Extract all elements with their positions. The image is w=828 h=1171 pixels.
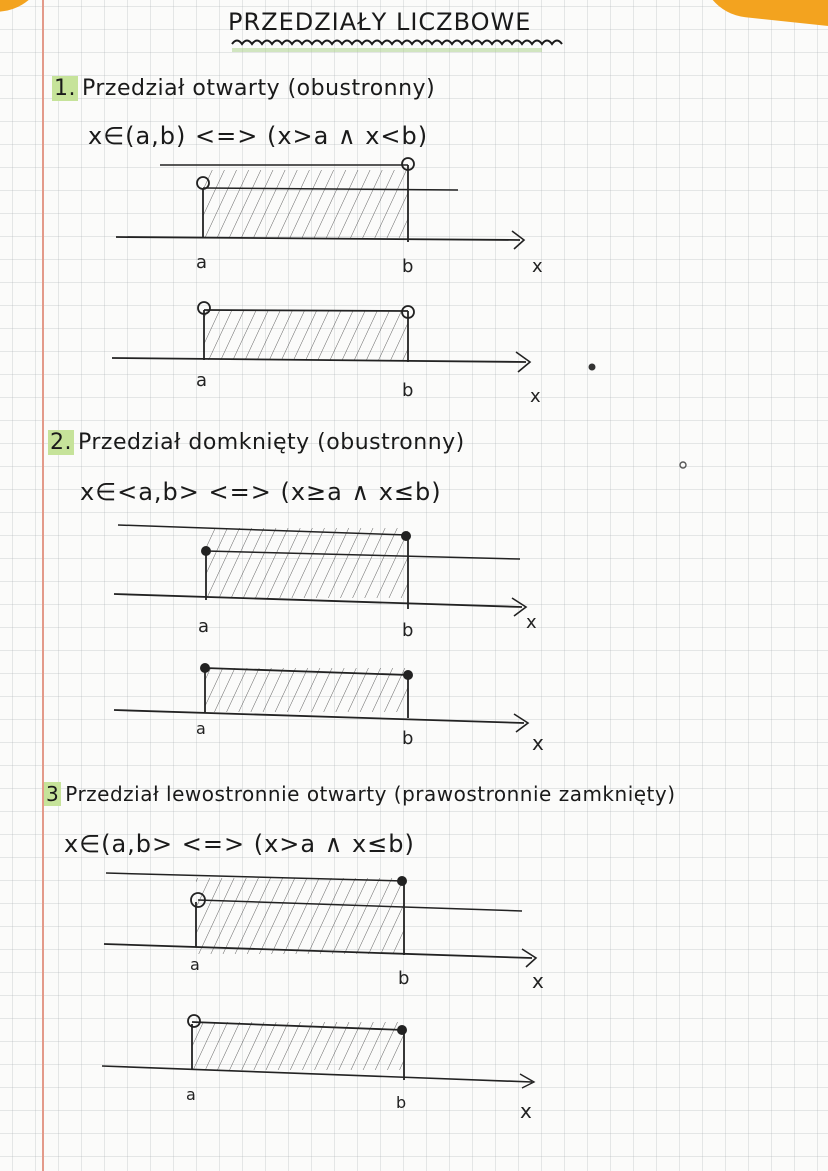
section-2-heading: 2.Przedział domknięty (obustronny) [48,430,465,455]
section-1-formula: x∈(a,b) <=> (x>a ∧ x<b) [88,122,429,150]
svg-text:b: b [402,728,413,749]
margin-line [42,0,44,1171]
page-title: PRZEDZIAŁY LICZBOWE [228,8,532,36]
svg-text:x: x [532,256,543,277]
svg-text:b: b [402,620,413,641]
section-3-formula: x∈(a,b> <=> (x>a ∧ x≤b) [64,830,415,858]
svg-text:x: x [520,1099,532,1123]
section-1-number: 1. [52,76,78,101]
diagram-2a: a b x [113,524,537,641]
diagram-1a: a b x [115,157,543,277]
svg-text:b: b [402,256,413,277]
svg-text:x: x [530,386,541,407]
section-2-formula: x∈<a,b> <=> (x≥a ∧ x≤b) [80,478,442,506]
svg-text:x: x [532,731,544,755]
svg-text:b: b [402,380,413,401]
svg-text:a: a [198,616,209,637]
svg-text:a: a [196,719,206,738]
svg-text:b: b [396,1093,406,1112]
diagram-1b: a b x [111,301,541,407]
svg-text:x: x [526,612,537,633]
section-2-title: Przedział domknięty (obustronny) [78,430,465,455]
section-3-number: 3 [44,782,62,806]
svg-text:a: a [186,1085,196,1104]
section-3-title: Przedział lewostronnie otwarty (prawostr… [65,782,676,806]
diagram-3a: a b x [103,872,544,993]
section-1-heading: 1.Przedział otwarty (obustronny) [52,76,435,101]
svg-text:a: a [196,370,207,391]
svg-text:a: a [196,252,207,273]
svg-text:x: x [532,969,544,993]
title-underline [231,39,563,46]
svg-text:b: b [398,968,409,989]
section-2-number: 2. [48,430,74,455]
diagram-3b: a b x [101,1014,536,1123]
section-1-title: Przedział otwarty (obustronny) [82,76,436,101]
diagram-2b: a b x [113,663,544,755]
svg-text:a: a [190,955,200,974]
